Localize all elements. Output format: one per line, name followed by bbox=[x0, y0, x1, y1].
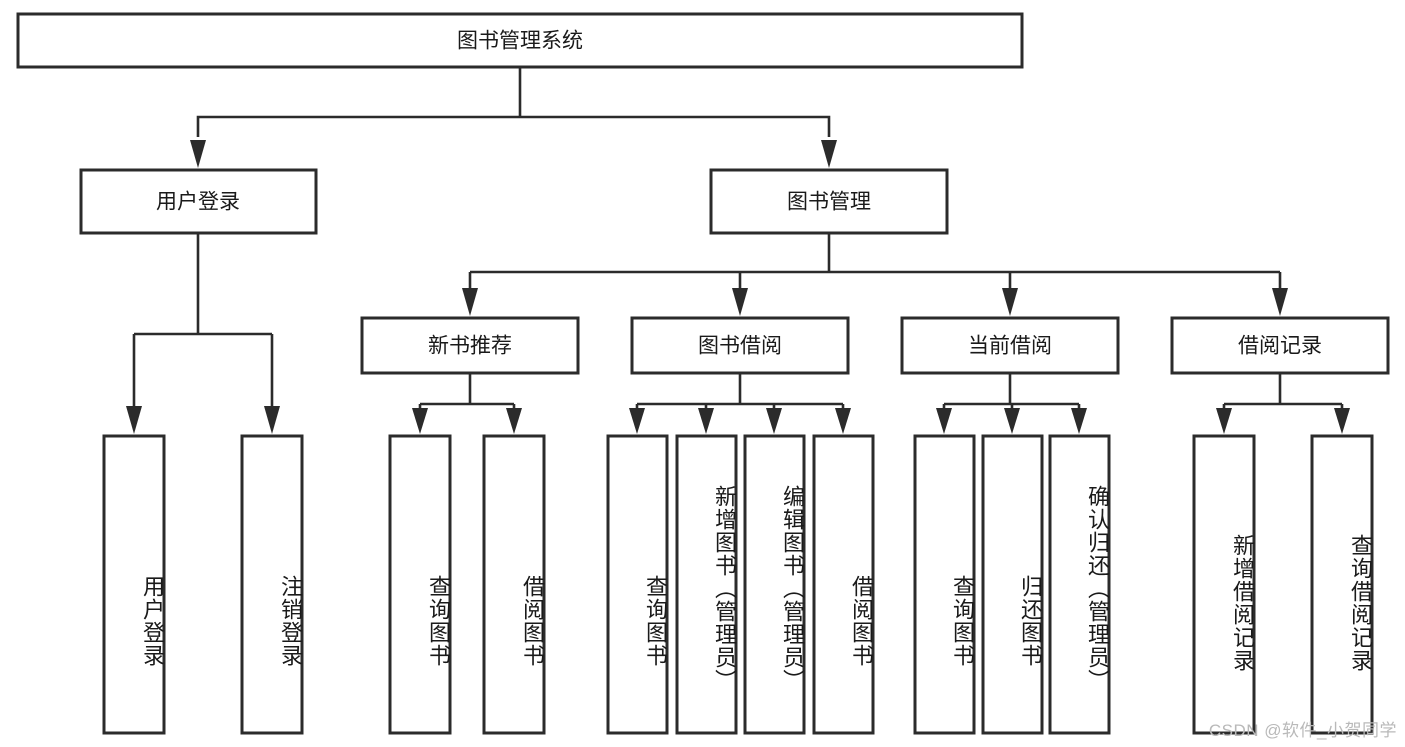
arrow-to-borrow-records bbox=[1272, 288, 1288, 316]
node-leaf-confirm-return-box[interactable] bbox=[1048, 434, 1111, 735]
node-root-box[interactable] bbox=[16, 12, 1024, 69]
node-new-book-recommend[interactable]: 新书推荐 bbox=[360, 316, 580, 375]
node-book-management[interactable]: 图书管理 bbox=[709, 168, 949, 235]
arrow-to-leaf-borrow-book-recommend bbox=[506, 408, 522, 434]
arrow-to-leaf-query-borrow-record bbox=[1334, 408, 1350, 434]
connector-group-current-borrow-to-leaves bbox=[936, 373, 1087, 434]
node-leaf-user-logout-box[interactable] bbox=[240, 434, 304, 735]
node-leaf-user-login-box[interactable] bbox=[102, 434, 166, 735]
arrow-to-user-login bbox=[190, 140, 206, 168]
node-root[interactable]: 图书管理系统 bbox=[16, 12, 1024, 69]
node-user-login-label: 用户登录 bbox=[156, 191, 240, 214]
arrow-to-leaf-add-book bbox=[698, 408, 714, 434]
arrow-to-book-management bbox=[821, 140, 837, 168]
connector-group-new-book-recommend-to-leaves bbox=[412, 373, 522, 434]
connector-group-borrow-records-to-leaves bbox=[1216, 373, 1350, 434]
node-leaf-borrow-book-recommend-box[interactable] bbox=[482, 434, 546, 735]
arrow-to-leaf-confirm-return bbox=[1071, 408, 1087, 434]
connector-group-user-login-to-leaves bbox=[126, 233, 280, 434]
node-leaf-add-borrow-record-box[interactable] bbox=[1192, 434, 1256, 735]
arrow-to-leaf-query-book-current bbox=[936, 408, 952, 434]
arrow-to-leaf-query-book-borrow bbox=[629, 408, 645, 434]
csdn-watermark: CSDN @软件_小贺同学 bbox=[1208, 721, 1397, 740]
node-leaf-query-borrow-record-box[interactable] bbox=[1310, 434, 1374, 735]
connector-group-book-borrow-to-leaves bbox=[629, 373, 851, 434]
node-leaf-query-book-recommend-box[interactable] bbox=[388, 434, 452, 735]
arrow-to-leaf-add-borrow-record bbox=[1216, 408, 1232, 434]
node-leaf-add-book-box[interactable] bbox=[675, 434, 738, 735]
arrow-to-leaf-user-logout bbox=[264, 406, 280, 434]
connector-group-root-to-level2 bbox=[190, 67, 837, 168]
node-borrow-records-box[interactable] bbox=[1170, 316, 1390, 375]
connector-group-book-management-to-level3 bbox=[462, 233, 1288, 316]
arrow-to-leaf-query-book-recommend bbox=[412, 408, 428, 434]
node-book-management-box[interactable] bbox=[709, 168, 949, 235]
arrow-to-leaf-borrow-book bbox=[835, 408, 851, 434]
node-current-borrow[interactable]: 当前借阅 bbox=[900, 316, 1120, 375]
node-current-borrow-label: 当前借阅 bbox=[968, 335, 1052, 358]
node-leaf-return-book-box[interactable] bbox=[981, 434, 1044, 735]
node-leaf-query-book-borrow-box[interactable] bbox=[606, 434, 669, 735]
arrow-to-current-borrow bbox=[1002, 288, 1018, 316]
node-new-book-recommend-box[interactable] bbox=[360, 316, 580, 375]
node-book-borrow-label: 图书借阅 bbox=[698, 335, 782, 358]
node-book-borrow[interactable]: 图书借阅 bbox=[630, 316, 850, 375]
node-new-book-recommend-label: 新书推荐 bbox=[428, 335, 512, 358]
node-book-management-label: 图书管理 bbox=[787, 191, 871, 214]
node-leaf-query-book-current-box[interactable] bbox=[913, 434, 976, 735]
arrow-to-leaf-return-book bbox=[1004, 408, 1020, 434]
connector-root-stem bbox=[196, 115, 831, 137]
node-leaf-borrow-book-box[interactable] bbox=[812, 434, 875, 735]
arrow-to-leaf-edit-book bbox=[766, 408, 782, 434]
node-root-label: 图书管理系统 bbox=[457, 30, 583, 53]
node-current-borrow-box[interactable] bbox=[900, 316, 1120, 375]
node-borrow-records-label: 借阅记录 bbox=[1238, 335, 1322, 358]
arrow-to-new-book-recommend bbox=[462, 288, 478, 316]
node-user-login[interactable]: 用户登录 bbox=[79, 168, 318, 235]
arrow-to-book-borrow bbox=[732, 288, 748, 316]
node-book-borrow-box[interactable] bbox=[630, 316, 850, 375]
node-user-login-box[interactable] bbox=[79, 168, 318, 235]
node-leaf-edit-book-box[interactable] bbox=[743, 434, 806, 735]
node-borrow-records[interactable]: 借阅记录 bbox=[1170, 316, 1390, 375]
arrow-to-leaf-user-login bbox=[126, 406, 142, 434]
